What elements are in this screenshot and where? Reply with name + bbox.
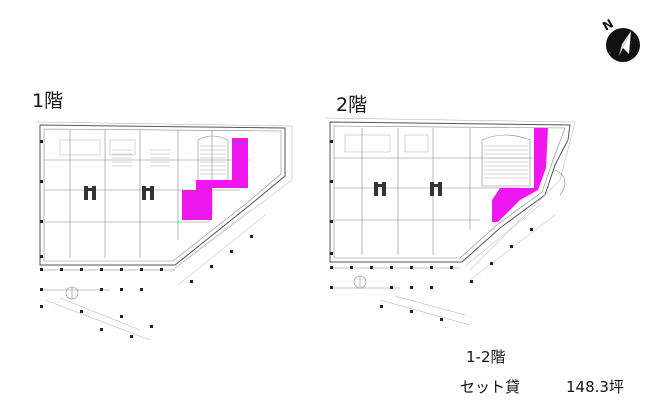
columns-2f [330,140,533,321]
info-area: 148.3坪 [566,378,624,396]
tenant-area-1f [182,138,248,220]
tenant-area-2f [492,128,548,222]
floor-label-1f: 1階 [32,90,64,112]
info-floors: 1-2階 [466,348,506,366]
info-lease-type: セット貸 [460,378,521,396]
columns-1f [40,140,253,338]
floor-plan-2f [325,117,576,326]
north-arrow-icon [606,28,640,62]
floor-plan-1f [35,121,293,341]
floor-label-2f: 2階 [336,94,368,116]
